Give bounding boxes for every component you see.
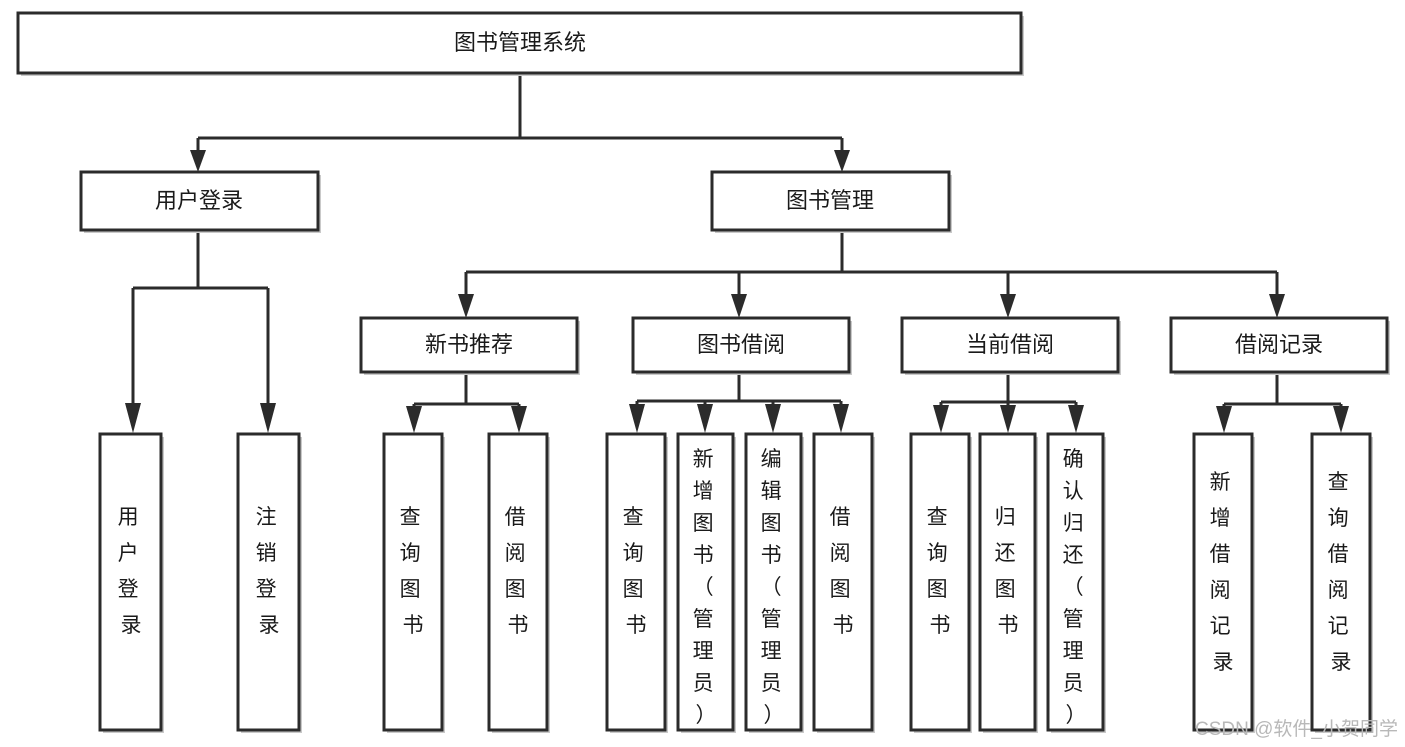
arrowhead-leaf-add-book — [697, 404, 713, 433]
leaf-query-record-box — [1310, 432, 1372, 732]
leaf-return-book-label: 归 还 图 书 — [995, 506, 1022, 637]
node-book-manage-box — [710, 170, 951, 232]
leaf-user-login-box — [98, 432, 163, 732]
leaf-query-book-3[interactable]: 查 询 图 书 — [909, 432, 972, 733]
node-current-borrow[interactable]: 当前借阅 — [900, 316, 1121, 375]
node-book-borrow-label: 图书借阅 — [697, 332, 785, 357]
leaf-query-book-2[interactable]: 查 询 图 书 — [605, 432, 668, 733]
node-borrow-record[interactable]: 借阅记录 — [1169, 316, 1390, 375]
connector-layer — [125, 74, 1349, 433]
leaf-query-book-1-label: 查 询 图 书 — [400, 506, 427, 637]
leaf-query-book-3-box — [909, 432, 971, 732]
leaf-borrow-book-2[interactable]: 借 阅 图 书 — [812, 432, 875, 733]
leaf-query-book-3-label: 查 询 图 书 — [927, 506, 954, 637]
leaf-query-book-1[interactable]: 查 询 图 书 — [382, 432, 445, 733]
leaf-query-book-1-box — [382, 432, 444, 732]
leaf-borrow-book-2-label: 借 阅 图 书 — [830, 506, 857, 637]
leaf-logout-box — [236, 432, 301, 732]
arrowhead-leaf-user-login — [125, 403, 141, 433]
arrowhead-new-book-rec — [458, 294, 474, 318]
leaf-borrow-book-2-box — [812, 432, 874, 732]
leaf-add-book-box — [676, 432, 735, 732]
node-user-login-label: 用户登录 — [155, 188, 243, 213]
node-current-borrow-box — [900, 316, 1120, 374]
arrowhead-leaf-confirm-return — [1068, 405, 1084, 433]
leaf-confirm-return-label: 确 认 归 还 （ 管 理 员 ） — [1063, 448, 1090, 727]
leaf-borrow-book-1-label: 借 阅 图 书 — [505, 506, 532, 637]
leaf-logout[interactable]: 注 销 登 录 — [236, 432, 302, 733]
arrowhead-user-login — [190, 150, 206, 172]
node-book-borrow-box — [631, 316, 851, 374]
leaf-add-record[interactable]: 新 增 借 阅 记 录 — [1192, 432, 1255, 733]
node-root-label: 图书管理系统 — [454, 30, 586, 55]
leaf-add-record-label: 新 增 借 阅 记 录 — [1210, 471, 1237, 674]
node-borrow-record-label: 借阅记录 — [1235, 332, 1323, 357]
leaf-query-book-2-label: 查 询 图 书 — [623, 506, 650, 637]
node-new-book-rec-label: 新书推荐 — [425, 332, 513, 357]
leaf-add-book-label: 新 增 图 书 （ 管 理 员 ） — [693, 448, 720, 727]
leaf-add-record-box — [1192, 432, 1254, 732]
leaf-query-record-label: 查 询 借 阅 记 录 — [1328, 471, 1355, 674]
leaf-confirm-return-box — [1046, 432, 1105, 732]
node-borrow-record-box — [1169, 316, 1389, 374]
leaf-return-book-box — [978, 432, 1037, 732]
leaf-edit-book-box — [744, 432, 803, 732]
leaf-edit-book[interactable]: 编 辑 图 书 （ 管 理 员 ） — [744, 432, 804, 733]
node-root-box — [16, 11, 1023, 75]
arrowhead-leaf-borrow-book-1 — [511, 406, 527, 433]
leaf-user-login[interactable]: 用 户 登 录 — [98, 432, 164, 733]
node-book-borrow[interactable]: 图书借阅 — [631, 316, 852, 375]
node-user-login[interactable]: 用户登录 — [79, 170, 321, 233]
node-root[interactable]: 图书管理系统 — [16, 11, 1024, 76]
leaf-borrow-book-1-box — [487, 432, 549, 732]
node-book-manage-label: 图书管理 — [786, 188, 874, 213]
arrowhead-leaf-query-book-3 — [933, 405, 949, 433]
node-current-borrow-label: 当前借阅 — [966, 332, 1054, 357]
leaf-confirm-return[interactable]: 确 认 归 还 （ 管 理 员 ） — [1046, 432, 1106, 733]
arrowhead-leaf-query-book-1 — [406, 406, 422, 433]
arrowhead-leaf-add-record — [1216, 406, 1232, 433]
node-user-login-box — [79, 170, 320, 232]
arrowhead-leaf-query-record — [1333, 406, 1349, 433]
node-new-book-rec-box — [359, 316, 579, 374]
leaf-borrow-book-1[interactable]: 借 阅 图 书 — [487, 432, 550, 733]
arrowhead-leaf-return-book — [1000, 405, 1016, 433]
leaf-edit-book-label: 编 辑 图 书 （ 管 理 员 ） — [761, 448, 788, 727]
arrowhead-borrow-record — [1269, 294, 1285, 318]
node-new-book-rec[interactable]: 新书推荐 — [359, 316, 580, 375]
arrowhead-book-manage — [834, 150, 850, 172]
leaf-add-book[interactable]: 新 增 图 书 （ 管 理 员 ） — [676, 432, 736, 733]
leaf-query-book-2-box — [605, 432, 667, 732]
leaf-logout-label: 注 销 登 录 — [256, 506, 283, 637]
leaf-user-login-label: 用 户 登 录 — [118, 506, 145, 637]
leaf-query-record[interactable]: 查 询 借 阅 记 录 — [1310, 432, 1373, 733]
arrowhead-leaf-edit-book — [765, 404, 781, 433]
leaf-return-book[interactable]: 归 还 图 书 — [978, 432, 1038, 733]
arrowhead-leaf-query-book-2 — [629, 404, 645, 433]
node-book-manage[interactable]: 图书管理 — [710, 170, 952, 233]
arrowhead-leaf-logout — [260, 403, 276, 433]
arrowhead-book-borrow — [731, 294, 747, 318]
arrowhead-current-borrow — [1000, 294, 1016, 318]
arrowhead-leaf-borrow-book-2 — [833, 404, 849, 433]
watermark-label: CSDN @软件_小贺同学 — [1195, 718, 1398, 740]
